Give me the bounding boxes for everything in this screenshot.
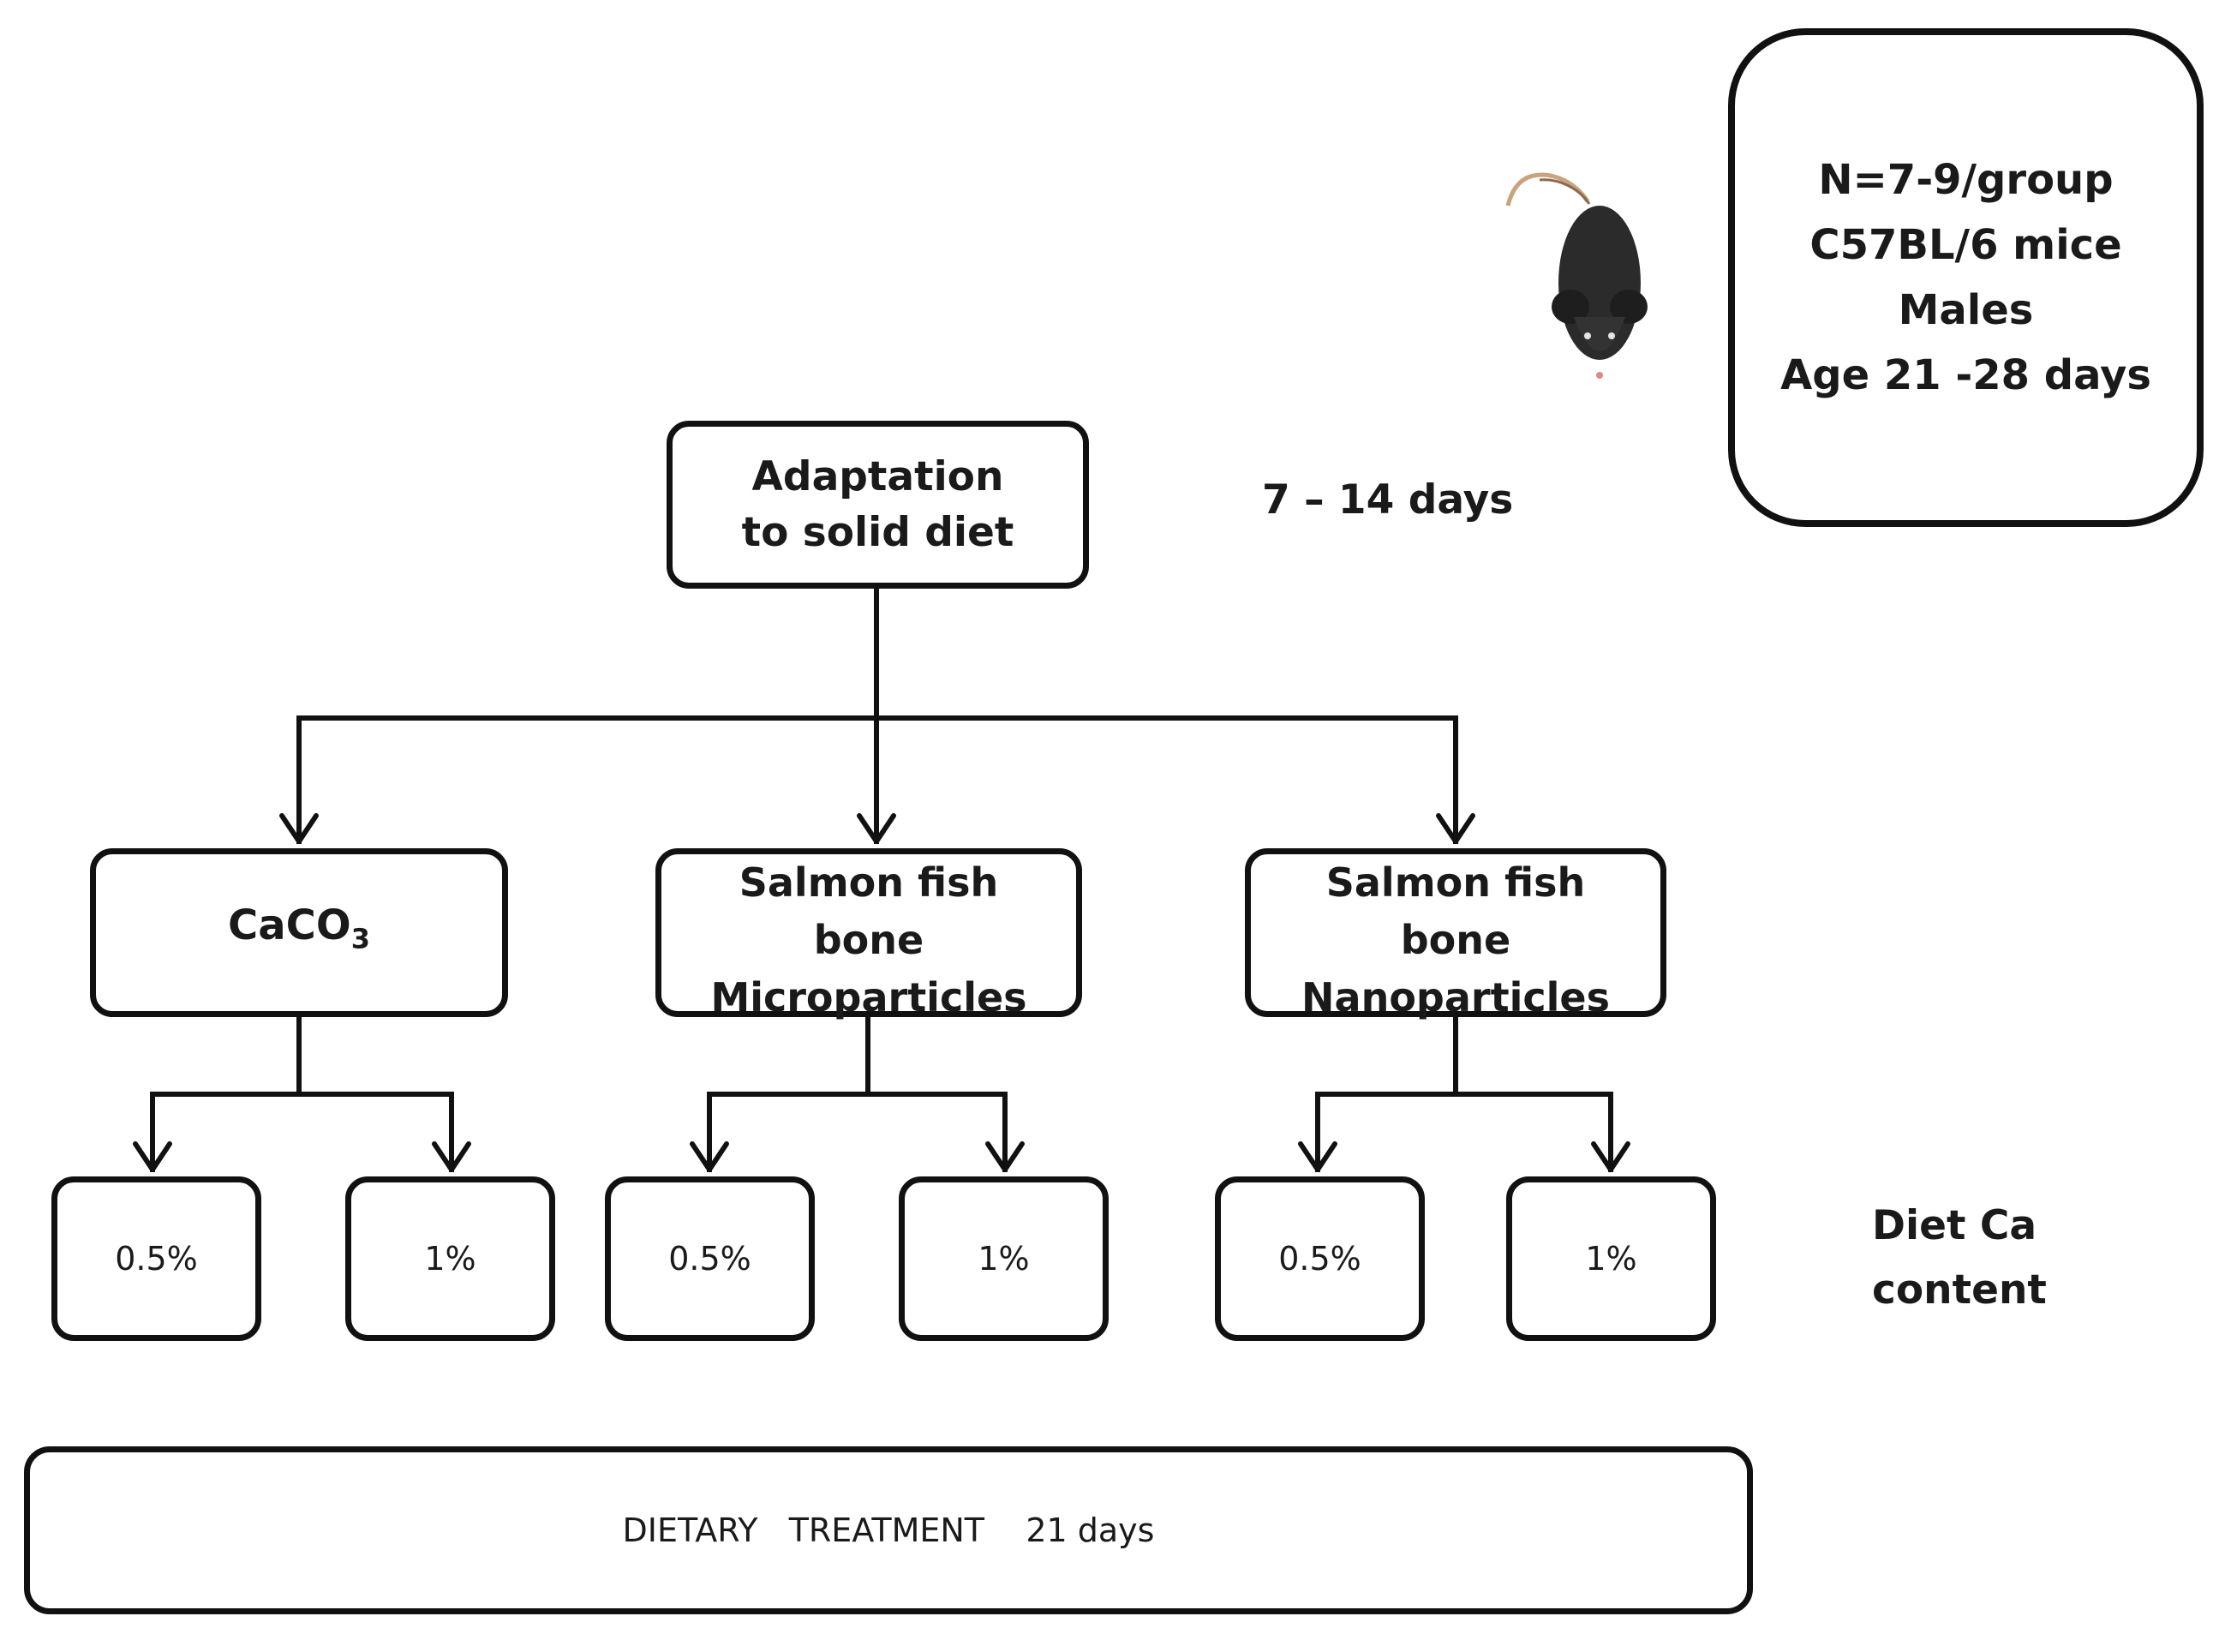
dose-box-nano-high: 1%	[1506, 1176, 1716, 1341]
dose-label: 0.5%	[1278, 1240, 1361, 1278]
source-micro-line2: bone	[813, 917, 924, 963]
adaptation-box: Adaptation to solid diet	[667, 421, 1089, 589]
dose-label: 1%	[1585, 1240, 1637, 1278]
mouse-icon	[1505, 172, 1648, 379]
dose-box-nano-low: 0.5%	[1215, 1176, 1425, 1341]
source-box-microparticles: Salmon fish bone Microparticles	[655, 848, 1082, 1021]
source-box-nanoparticles: Salmon fish bone Nanoparticles	[1245, 848, 1666, 1021]
source-caco3-label: CaCO3	[228, 901, 370, 955]
diet-ca-line1: Diet Ca	[1872, 1202, 2037, 1249]
adaptation-line1: Adaptation	[751, 453, 1004, 500]
adaptation-line2: to solid diet	[741, 509, 1014, 556]
source-micro-line3: Microparticles	[710, 974, 1027, 1021]
diet-ca-line2: content	[1872, 1266, 2047, 1314]
dose-box-caco3-low: 0.5%	[51, 1176, 261, 1341]
group-size: N=7-9/group	[1818, 156, 2114, 204]
dose-box-micro-low: 0.5%	[605, 1176, 815, 1341]
sex: Males	[1898, 286, 2034, 334]
dose-label: 0.5%	[115, 1240, 198, 1278]
dose-box-micro-high: 1%	[899, 1176, 1109, 1341]
diet-ca-label: Diet Ca content	[1872, 1194, 2047, 1322]
treatment-bar: DIETARY TREATMENT 21 days	[24, 1446, 1753, 1614]
source-micro-line1: Salmon fish	[739, 859, 999, 906]
source-nano-line1: Salmon fish	[1325, 859, 1586, 906]
source-nano-line2: bone	[1400, 917, 1511, 963]
dose-box-caco3-high: 1%	[345, 1176, 555, 1341]
study-info-box: N=7-9/group C57BL/6 mice Males Age 21 -2…	[1728, 28, 2204, 527]
age: Age 21 -28 days	[1780, 351, 2151, 399]
source-box-caco3: CaCO3	[90, 848, 508, 1017]
mouse-strain: C57BL/6 mice	[1809, 221, 2122, 269]
dose-label: 1%	[424, 1240, 476, 1278]
dose-label: 1%	[978, 1240, 1030, 1278]
source-nano-line3: Nanoparticles	[1301, 974, 1610, 1021]
treatment-label: DIETARY TREATMENT 21 days	[622, 1511, 1155, 1549]
dose-label: 0.5%	[668, 1240, 751, 1278]
adaptation-duration: 7 – 14 days	[1262, 476, 1514, 524]
